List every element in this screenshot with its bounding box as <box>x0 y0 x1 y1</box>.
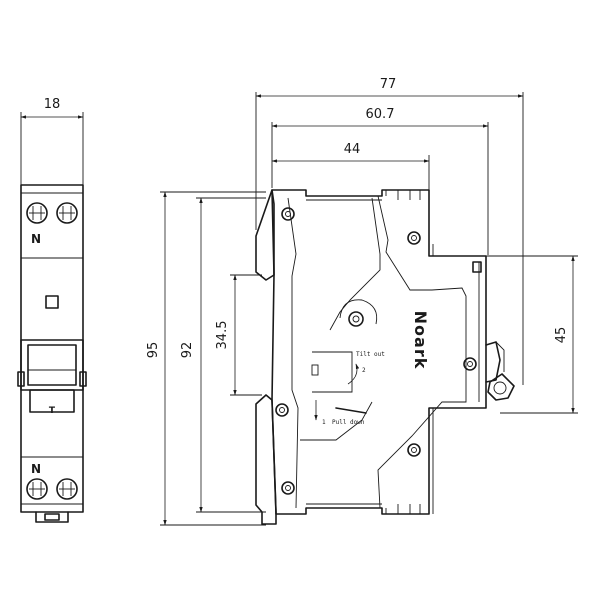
width-dimension: 18 <box>20 97 84 185</box>
housing-outline <box>255 189 487 525</box>
bottom-terminal-screws <box>26 478 78 500</box>
rail-height-label: 34.5 <box>215 321 230 350</box>
pull-label: Pull down <box>332 419 365 426</box>
side-toggle <box>485 341 515 401</box>
side-view: 77 60.7 44 95 92 34.5 45 <box>146 77 578 526</box>
front-depth-label: 60.7 <box>366 107 395 122</box>
depth-dimensions: 77 60.7 44 <box>255 77 524 385</box>
front-height-label: 45 <box>554 327 569 344</box>
rivets <box>275 207 477 495</box>
tilt-step-label: 2 <box>362 367 366 374</box>
removal-instructions: Tilt out 2 1 Pull down <box>311 351 385 426</box>
top-terminal-screws <box>26 202 78 224</box>
width-dim-label: 18 <box>44 97 61 112</box>
indicator-window <box>45 295 59 309</box>
cover-depth-label: 44 <box>344 142 361 157</box>
brand-label: Noark <box>411 311 430 370</box>
body-height-label: 92 <box>180 342 195 359</box>
din-clip <box>35 511 69 523</box>
toggle-marker: T <box>49 406 56 416</box>
tilt-label: Tilt out <box>356 351 385 358</box>
pull-step-label: 1 <box>322 419 326 426</box>
bottom-terminal-label: N <box>31 462 41 476</box>
top-terminal-label: N <box>31 232 41 246</box>
total-height-label: 95 <box>146 342 161 359</box>
front-view: 18 N T <box>17 97 87 523</box>
toggle-lever <box>17 339 87 413</box>
height-dimensions: 95 92 34.5 45 <box>146 191 578 526</box>
overall-depth-label: 77 <box>380 77 397 92</box>
